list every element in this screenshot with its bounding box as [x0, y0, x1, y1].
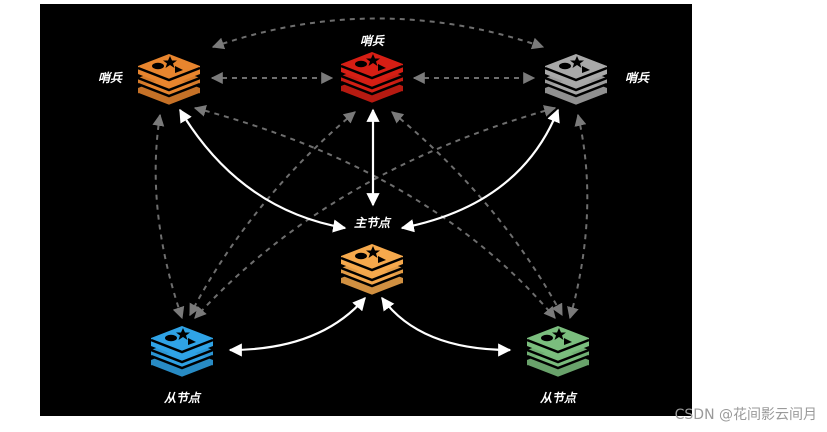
redis-stack-icon [525, 324, 591, 380]
redis-stack-icon [136, 52, 202, 108]
sentinel-left-label: 哨兵 [98, 71, 123, 85]
slave-right-label: 从节点 [539, 391, 578, 405]
dashed-link-left-right-top-arc [211, 17, 545, 50]
dashed-link-top-sentinel-right-slave [391, 111, 563, 317]
sentinel-top-node: 哨兵 [339, 34, 405, 106]
master-node: 主节点 [339, 216, 405, 298]
watermark-text: CSDN @花间影云间月 [674, 407, 817, 423]
redis-stack-icon [339, 242, 405, 298]
sentinel-left-node: 哨兵 [98, 52, 202, 108]
sentinel-right-label: 哨兵 [625, 71, 650, 85]
sentinel-right-node: 哨兵 [543, 52, 650, 108]
solid-link-left-sentinel-master [179, 108, 347, 233]
redis-stack-icon [339, 50, 405, 106]
solid-link-master-right-slave [381, 296, 512, 357]
redis-stack-icon [149, 324, 215, 380]
solid-link-right-sentinel-master [400, 108, 560, 233]
dashed-link-top-sentinel-left-slave [189, 111, 356, 317]
slave-left-label: 从节点 [163, 391, 202, 405]
slave-right-node: 从节点 [525, 324, 591, 405]
dashed-link-right-sentinel-right-slave [567, 113, 589, 320]
sentinel-top-label: 哨兵 [360, 34, 385, 48]
redis-stack-icon [543, 52, 609, 108]
master-label: 主节点 [354, 216, 392, 230]
solid-link-master-left-slave [228, 297, 366, 357]
slave-left-node: 从节点 [149, 324, 215, 405]
dashed-link-left-sentinel-left-slave [152, 113, 185, 320]
solid-links [179, 108, 560, 357]
